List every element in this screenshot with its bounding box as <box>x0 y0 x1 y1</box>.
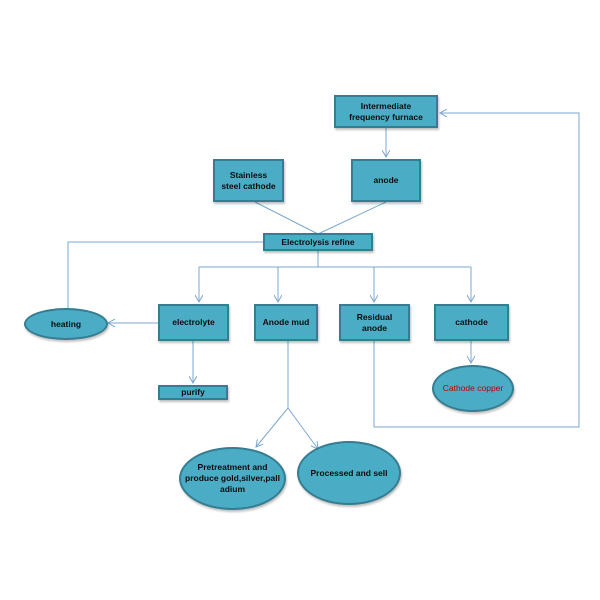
purify-label: purify <box>181 387 205 397</box>
furnace-node: Intermediate frequency furnace <box>334 95 438 128</box>
stainless-steel-cathode-node: Stainless steel cathode <box>213 159 284 202</box>
anode-mud-node: Anode mud <box>254 304 318 341</box>
heating-label: heating <box>50 318 82 329</box>
anode-mud-to-pretreatment-arrow <box>256 407 289 447</box>
processed-and-sell-node: Processed and sell <box>297 441 401 505</box>
anode-label: anode <box>373 175 399 185</box>
cathode-node: cathode <box>434 304 509 341</box>
pretreatment-node: Pretreatment and produce gold,silver,pal… <box>179 447 286 510</box>
anode-mud-to-processed-arrow <box>287 407 318 449</box>
cathode-copper-node: Cathode copper <box>432 365 514 412</box>
furnace-label: Intermediate frequency furnace <box>349 100 423 122</box>
cathode-input-to-refine-line <box>254 201 319 235</box>
anode-to-refine-line <box>317 201 387 235</box>
heating-node: heating <box>24 308 108 340</box>
refine-to-heating-line <box>67 241 263 308</box>
stainless-steel-cathode-label: Stainless steel cathode <box>221 169 276 191</box>
residual-anode-label: Residual anode <box>356 311 393 333</box>
electrolysis-refine-node: Electrolysis refine <box>263 233 373 251</box>
processed-and-sell-label: Processed and sell <box>310 467 388 478</box>
cathode-label: cathode <box>455 317 488 327</box>
electrolyte-node: electrolyte <box>158 304 229 341</box>
residual-anode-node: Residual anode <box>339 304 410 341</box>
purify-node: purify <box>158 385 228 400</box>
residual-anode-return-arrow <box>373 113 580 428</box>
anode-mud-label: Anode mud <box>262 317 310 327</box>
electrolyte-label: electrolyte <box>172 317 215 327</box>
anode-node: anode <box>351 159 421 202</box>
pretreatment-label: Pretreatment and produce gold,silver,pal… <box>185 462 280 494</box>
electrolysis-refine-label: Electrolysis refine <box>281 236 355 247</box>
cathode-copper-label: Cathode copper <box>442 383 504 393</box>
